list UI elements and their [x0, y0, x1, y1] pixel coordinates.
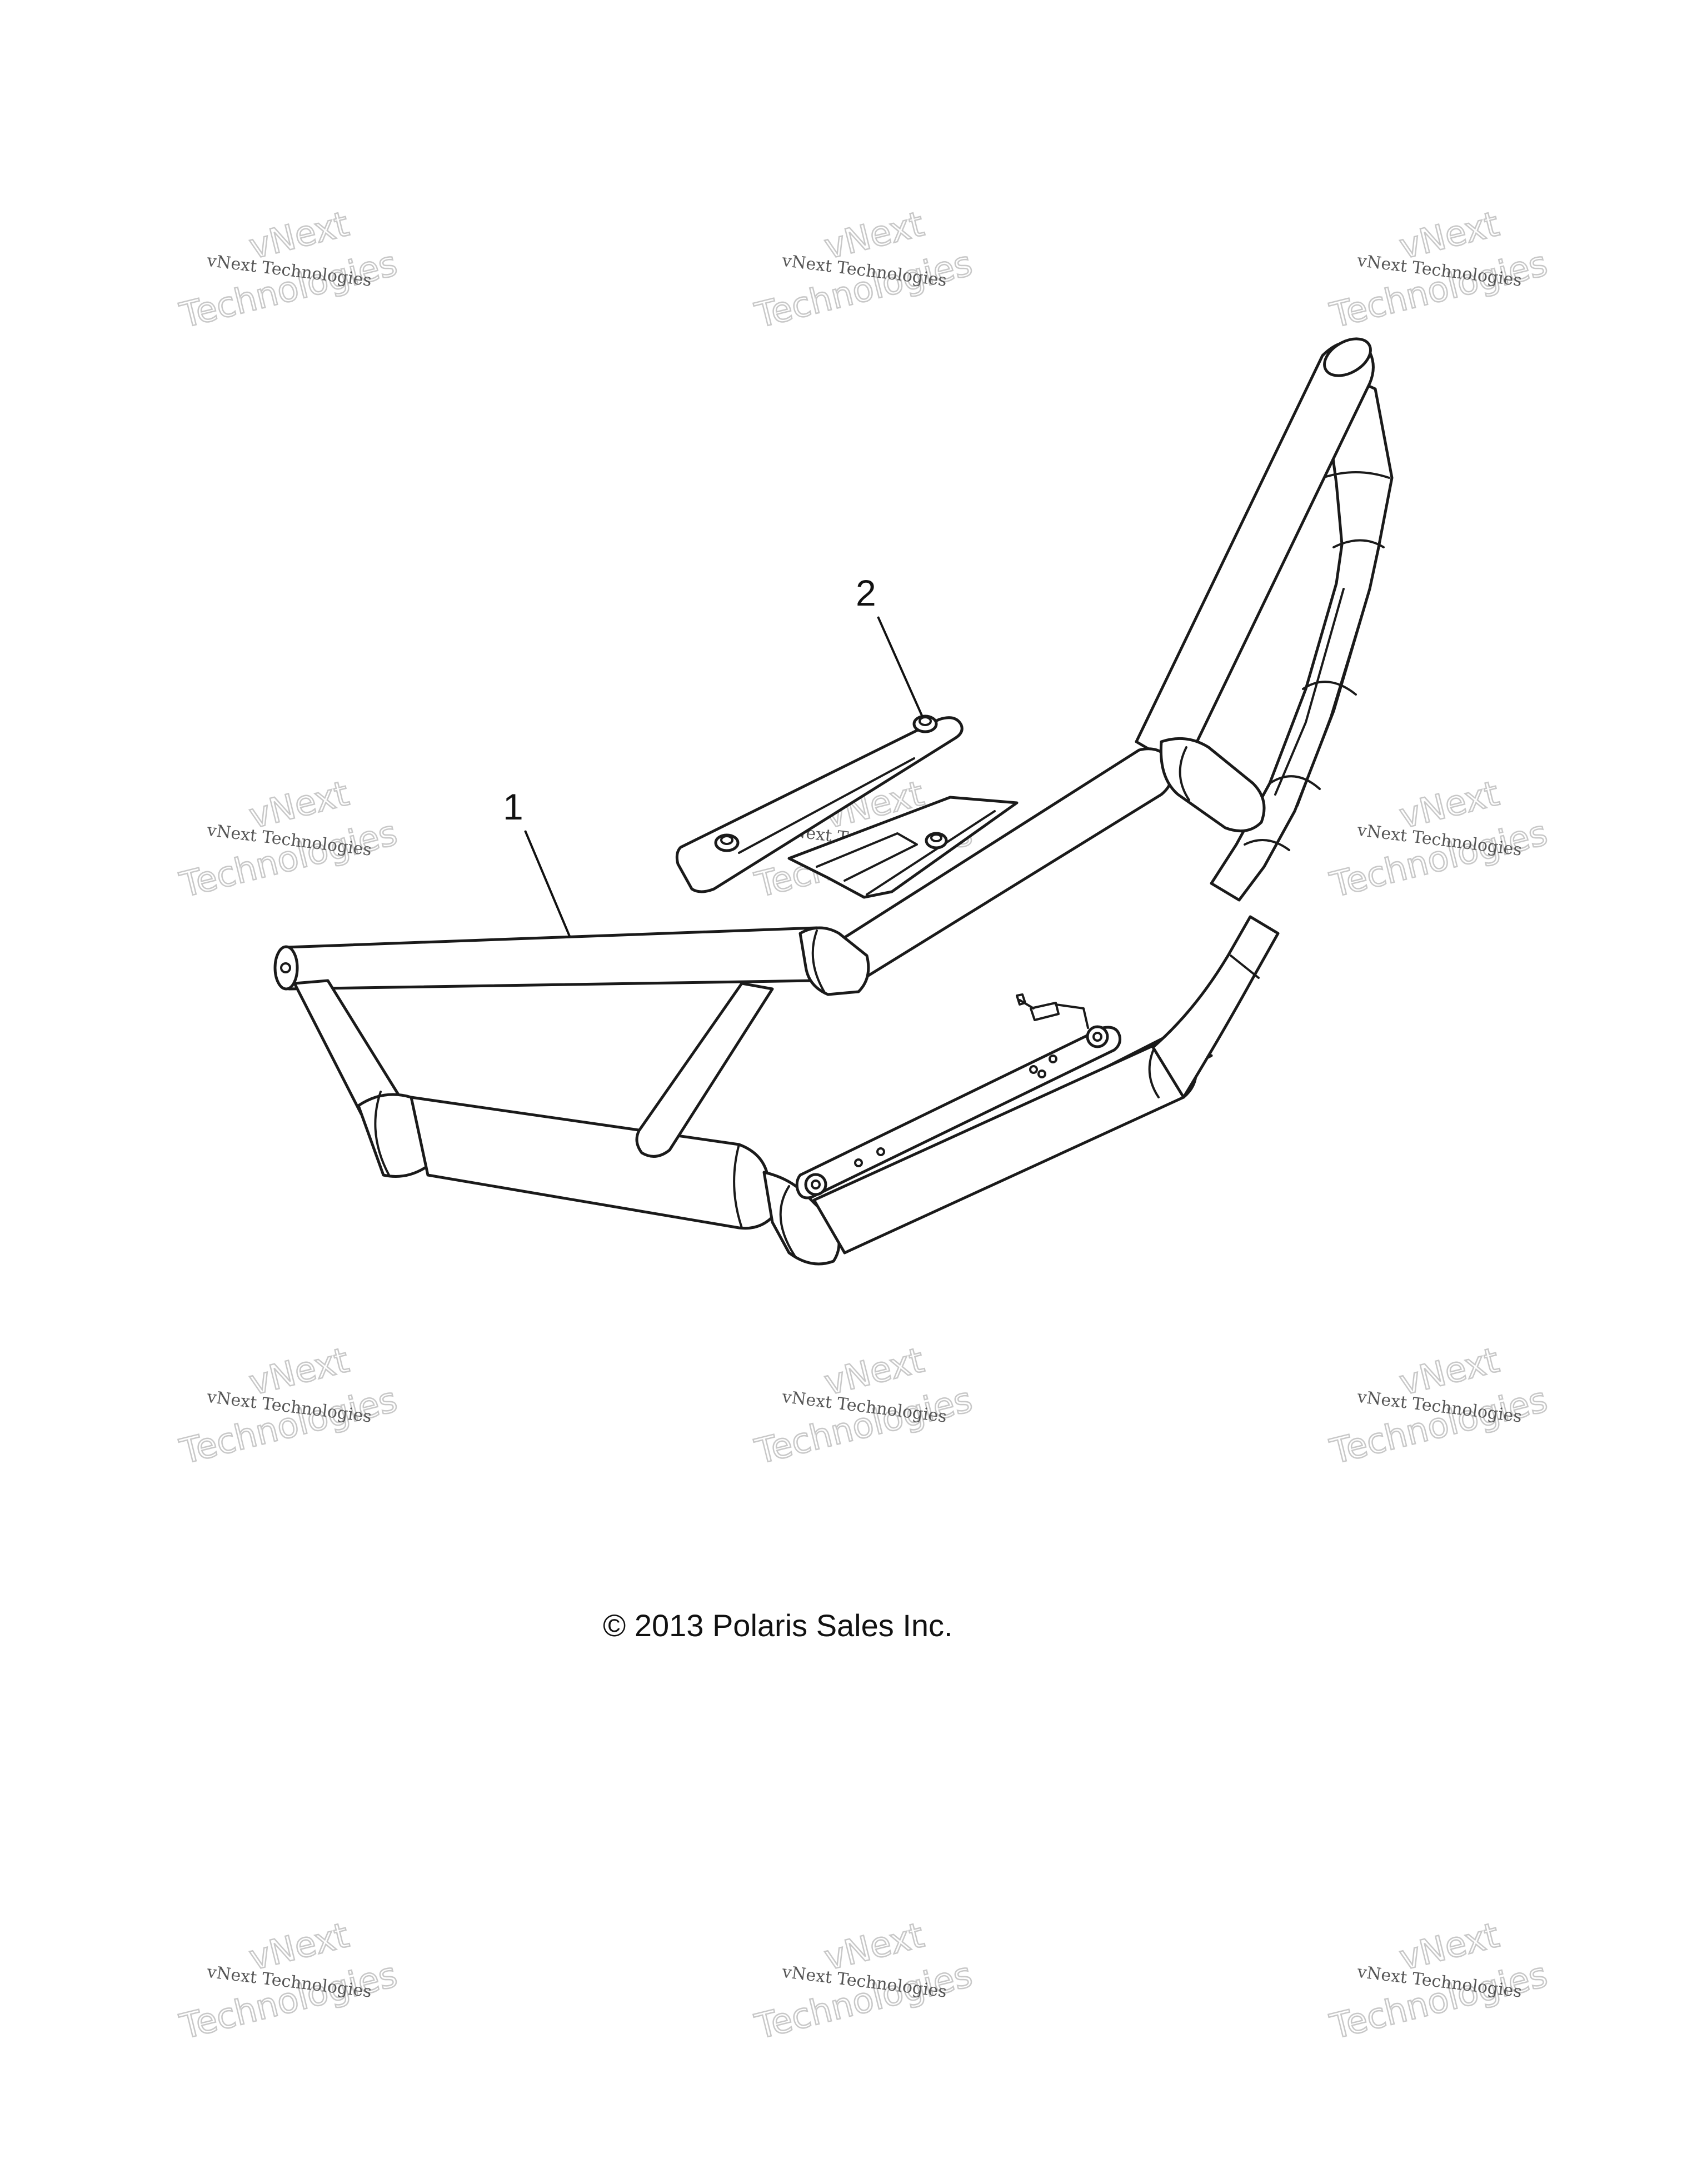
bracket-hole-1 [854, 1158, 863, 1167]
watermark-r2-c3: vNext Technologies vNext Technologies [1325, 772, 1552, 906]
skid-plate-assembly [675, 714, 1019, 899]
watermark-r3-c3: vNext Technologies vNext Technologies [1325, 1339, 1552, 1473]
callout-1: 1 [503, 786, 571, 937]
watermark-r1-c3: vNext Technologies vNext Technologies [1325, 203, 1552, 337]
bracket-hole-3 [1029, 1065, 1038, 1074]
watermark-r1-c2: vNext Technologies vNext Technologies [750, 203, 977, 337]
center-elbow [798, 926, 870, 996]
bracket-nut-left [804, 1173, 827, 1196]
watermark-r3-c2: vNext Technologies vNext Technologies [750, 1339, 977, 1473]
upper-right-elbow [1159, 737, 1266, 833]
bracket-hole-2 [876, 1147, 885, 1156]
watermark-r4-c2: vNext Technologies vNext Technologies [750, 1914, 977, 2048]
watermark-r2-c1: vNext Technologies vNext Technologies [175, 772, 402, 906]
watermark-r4-c3: vNext Technologies vNext Technologies [1325, 1914, 1552, 2048]
bracket-hole-4 [1049, 1054, 1057, 1063]
bracket-nut-right [1086, 1025, 1109, 1048]
left-end-cap-hole [280, 962, 291, 973]
bracket-hole-5 [1037, 1069, 1046, 1078]
callout-1-leader [524, 830, 571, 937]
right-upright-tube [1210, 373, 1394, 902]
left-upper-tube [273, 926, 835, 991]
copyright-notice: © 2013 Polaris Sales Inc. [603, 1608, 953, 1643]
watermark-r1-c1: vNext Technologies vNext Technologies [175, 203, 402, 337]
bracket-nut-left-center [811, 1180, 821, 1190]
bumper-assembly [273, 337, 1394, 1266]
skid-nut-center [925, 832, 948, 849]
lower-front-tube-left [410, 1096, 777, 1230]
callout-2-leader [877, 616, 924, 717]
top-right-end-cap [1323, 337, 1372, 377]
watermark-r4-c1: vNext Technologies vNext Technologies [175, 1914, 402, 2048]
skid-nut-left [714, 833, 740, 852]
lower-mount-bracket [795, 993, 1121, 1200]
bracket-nut-right-center [1092, 1032, 1102, 1042]
watermark-r3-c1: vNext Technologies vNext Technologies [175, 1339, 402, 1473]
skid-under-bracket [787, 796, 1019, 899]
lower-right-curve [1151, 915, 1280, 1099]
callout-2-label: 2 [856, 572, 876, 613]
left-down-tube [293, 979, 432, 1178]
diagonal-brace [635, 982, 774, 1158]
skid-nut-top [912, 714, 938, 733]
left-end-cap [273, 945, 299, 991]
top-diagonal-tube [1135, 337, 1375, 771]
callout-2: 2 [856, 572, 924, 717]
callout-1-label: 1 [503, 786, 523, 827]
bracket-stud [1030, 1002, 1060, 1021]
